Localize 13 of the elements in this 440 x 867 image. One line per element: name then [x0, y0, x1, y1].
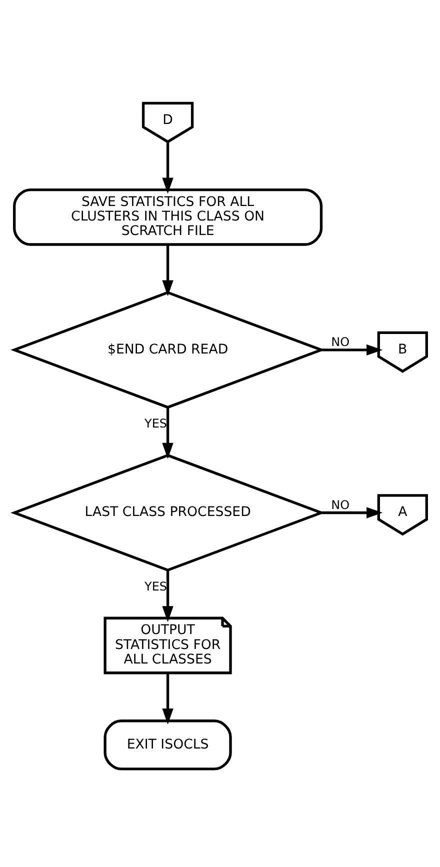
node-box: EXIT ISOCLS — [103, 719, 232, 770]
arrow — [162, 142, 173, 194]
node-box: SAVE STATISTICS FOR ALL CLUSTERS IN THIS CLASS ON SCRATCH FILE — [12, 188, 322, 246]
edge-label: YES — [144, 416, 167, 430]
arrow — [320, 344, 382, 356]
arrow — [320, 506, 382, 518]
arrow — [162, 244, 173, 296]
edge-label: NO — [330, 497, 350, 512]
edge-label: YES — [144, 579, 167, 594]
edge-label: NO — [330, 334, 350, 349]
arrow — [162, 570, 173, 622]
arrow — [162, 672, 173, 724]
arrow — [162, 407, 173, 458]
